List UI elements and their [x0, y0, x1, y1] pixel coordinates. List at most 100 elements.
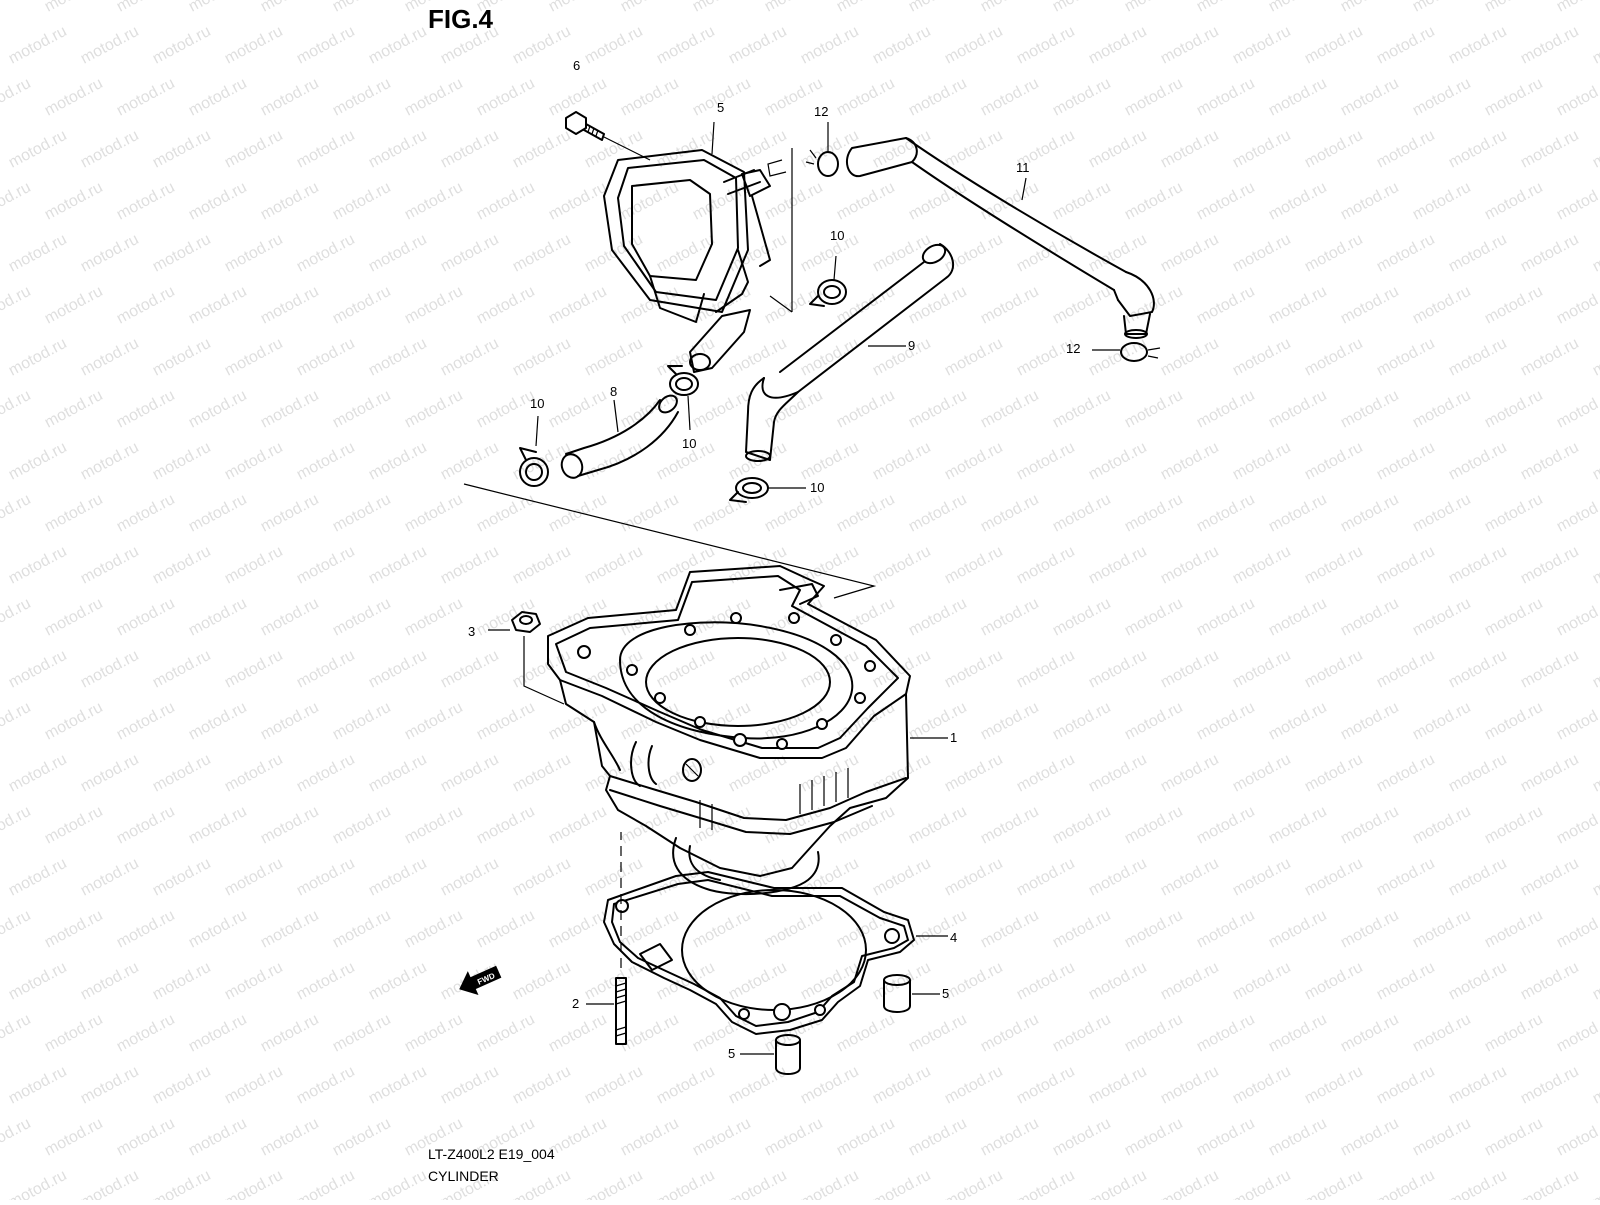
watermark-text: motod.ru [582, 543, 646, 588]
watermark-text: motod.ru [1014, 439, 1078, 484]
watermark-text: motod.ru [942, 439, 1006, 484]
watermark-text: motod.ru [42, 387, 106, 432]
watermark-text: motod.ru [942, 335, 1006, 380]
watermark-text: motod.ru [690, 387, 754, 432]
watermark-text: motod.ru [1374, 335, 1438, 380]
watermark-text: motod.ru [150, 751, 214, 796]
watermark-text: motod.ru [1518, 23, 1582, 68]
watermark-text: motod.ru [510, 23, 574, 68]
watermark-text: motod.ru [294, 543, 358, 588]
watermark-text: motod.ru [366, 959, 430, 1004]
watermark-text: motod.ru [366, 127, 430, 172]
watermark-text: motod.ru [1266, 0, 1330, 16]
watermark-text: motod.ru [366, 335, 430, 380]
watermark-text: motod.ru [1158, 855, 1222, 900]
watermark-text: motod.ru [582, 1063, 646, 1108]
watermark-text: motod.ru [978, 179, 1042, 224]
callout-9: 9 [908, 338, 915, 353]
watermark-text: motod.ru [1518, 855, 1582, 900]
watermark-text: motod.ru [0, 75, 34, 120]
watermark-text: motod.ru [1266, 179, 1330, 224]
watermark-text: motod.ru [330, 0, 394, 16]
watermark-text: motod.ru [834, 1011, 898, 1056]
watermark-text: motod.ru [78, 23, 142, 68]
callout-4: 4 [950, 930, 957, 945]
watermark-text: motod.ru [798, 1063, 862, 1108]
watermark-text: motod.ru [546, 803, 610, 848]
watermark-text: motod.ru [402, 75, 466, 120]
hose-stub [689, 309, 751, 373]
watermark-text: motod.ru [1554, 491, 1600, 536]
watermark-text: motod.ru [1050, 283, 1114, 328]
watermark-text: motod.ru [834, 387, 898, 432]
watermark-text: motod.ru [1482, 387, 1546, 432]
watermark-text: motod.ru [402, 803, 466, 848]
watermark-text: motod.ru [1554, 283, 1600, 328]
watermark-text: motod.ru [1554, 803, 1600, 848]
watermark-text: motod.ru [690, 0, 754, 16]
watermark-text: motod.ru [42, 1115, 106, 1160]
watermark-text: motod.ru [1554, 75, 1600, 120]
watermark-text: motod.ru [1302, 23, 1366, 68]
watermark-text: motod.ru [582, 855, 646, 900]
callout-8: 8 [610, 384, 617, 399]
watermark-text: motod.ru [1086, 959, 1150, 1004]
watermark-text: motod.ru [186, 387, 250, 432]
watermark-text: motod.ru [438, 751, 502, 796]
callout-7: 6 [573, 58, 580, 73]
watermark-text: motod.ru [222, 1167, 286, 1200]
watermark-text: motod.ru [510, 751, 574, 796]
watermark-text: motod.ru [942, 959, 1006, 1004]
watermark-text: motod.ru [222, 647, 286, 692]
watermark-text: motod.ru [1086, 127, 1150, 172]
watermark-text: motod.ru [114, 387, 178, 432]
watermark-text: motod.ru [438, 855, 502, 900]
watermark-text: motod.ru [222, 231, 286, 276]
watermark-text: motod.ru [366, 1167, 430, 1200]
watermark-text: motod.ru [6, 855, 70, 900]
reed-valve-6 [603, 121, 771, 323]
watermark-text: motod.ru [690, 595, 754, 640]
watermark-text: motod.ru [1590, 1167, 1600, 1200]
watermark-text: motod.ru [978, 387, 1042, 432]
watermark-text: motod.ru [1014, 231, 1078, 276]
watermark-text: motod.ru [870, 543, 934, 588]
watermark-text: motod.ru [906, 803, 970, 848]
watermark-text: motod.ru [330, 1115, 394, 1160]
watermark-text: motod.ru [222, 751, 286, 796]
watermark-text: motod.ru [906, 179, 970, 224]
watermark-text: motod.ru [1446, 751, 1510, 796]
watermark-text: motod.ru [1590, 335, 1600, 380]
watermark-text: motod.ru [1590, 1063, 1600, 1108]
watermark-text: motod.ru [222, 439, 286, 484]
watermark-text: motod.ru [1554, 1011, 1600, 1056]
watermark-text: motod.ru [546, 1011, 610, 1056]
watermark-text: motod.ru [618, 75, 682, 120]
watermark-text: motod.ru [186, 75, 250, 120]
watermark-text: motod.ru [546, 179, 610, 224]
watermark-text: motod.ru [1014, 647, 1078, 692]
watermark-text: motod.ru [0, 387, 34, 432]
watermark-text: motod.ru [1338, 179, 1402, 224]
watermark-text: motod.ru [1086, 335, 1150, 380]
watermark-text: motod.ru [186, 491, 250, 536]
watermark-text: motod.ru [510, 127, 574, 172]
watermark-text: motod.ru [1482, 75, 1546, 120]
watermark-text: motod.ru [1050, 179, 1114, 224]
watermark-text: motod.ru [1194, 179, 1258, 224]
watermark-text: motod.ru [1446, 855, 1510, 900]
watermark-text: motod.ru [1446, 23, 1510, 68]
watermark-text: motod.ru [150, 127, 214, 172]
watermark-text: motod.ru [726, 127, 790, 172]
watermark-text: motod.ru [1050, 75, 1114, 120]
watermark-text: motod.ru [114, 803, 178, 848]
watermark-text: motod.ru [834, 179, 898, 224]
watermark-text: motod.ru [870, 1063, 934, 1108]
watermark-text: motod.ru [366, 855, 430, 900]
watermark-text: motod.ru [330, 387, 394, 432]
watermark-text: motod.ru [366, 751, 430, 796]
watermark-text: motod.ru [438, 647, 502, 692]
watermark-text: motod.ru [906, 699, 970, 744]
watermark-text: motod.ru [1230, 543, 1294, 588]
hose-9 [745, 243, 955, 462]
